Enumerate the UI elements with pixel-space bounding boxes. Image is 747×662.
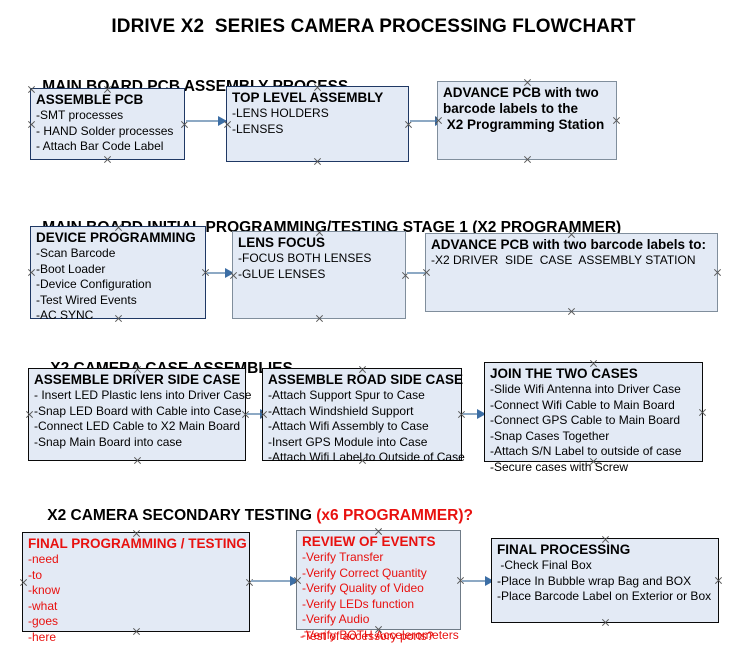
flow-box-final-processing[interactable]: FINAL PROCESSING -Check Final Box -Place…: [491, 538, 719, 623]
flow-box-line: -Snap LED Board with Cable into Case: [34, 403, 242, 418]
flow-box-line: -Verify BOTH Accelerometers: [302, 627, 459, 642]
flow-box-title-line2: barcode labels to the: [443, 101, 579, 116]
flow-box-line: -goes: [28, 614, 59, 628]
page-title: IDRIVE X2 SERIES CAMERA PROCESSING FLOWC…: [111, 16, 636, 37]
flow-box-top-level-assembly[interactable]: TOP LEVEL ASSEMBLY -LENS HOLDERS -LENSES: [226, 86, 409, 162]
flow-box-advance-pcb-driver-side[interactable]: ADVANCE PCB with two barcode labels to: …: [425, 233, 718, 312]
resize-handle-e[interactable]: [612, 116, 621, 125]
flow-box-title: FINAL PROCESSING: [497, 542, 631, 557]
flow-box-line: -FOCUS BOTH LENSES: [238, 251, 372, 265]
flow-box-line: -Snap Main Board into case: [34, 434, 183, 449]
section-heading-4-text: X2 CAMERA SECONDARY TESTING: [47, 507, 317, 524]
resize-handle-e[interactable]: [714, 576, 723, 585]
flow-box-assemble-pcb[interactable]: ASSEMBLE PCB -SMT processes - HAND Solde…: [30, 88, 185, 160]
flow-box-line: -Connect GPS Cable to Main Board: [490, 413, 681, 427]
section-heading-4-accent: (x6 PROGRAMMER)?: [316, 507, 473, 524]
flow-box-line: -Slide Wifi Antenna into Driver Case: [490, 382, 681, 396]
flow-box-line: -Scan Barcode: [36, 246, 116, 260]
flow-box-review-of-events[interactable]: REVIEW OF EVENTS -Verify Transfer -Verif…: [296, 530, 461, 643]
flow-box-line: -Connect Wifi Cable to Main Board: [490, 397, 675, 412]
resize-handle-w[interactable]: [27, 120, 36, 129]
flow-box-line: -Boot Loader: [36, 261, 106, 276]
resize-handle-w[interactable]: [19, 578, 28, 587]
connector-arrow-4-1: [251, 576, 299, 586]
flow-box-line: -here: [28, 629, 57, 644]
flow-box-line: -LENSES: [232, 121, 284, 136]
flow-box-line: -Place Barcode Label on Exterior or Box: [497, 589, 712, 603]
flow-box-line: -Place In Bubble wrap Bag and BOX: [497, 573, 692, 588]
flow-box-advance-pcb-station[interactable]: ADVANCE PCB with two barcode labels to t…: [437, 81, 617, 160]
flow-box-line: -Verify Quality of Video: [302, 581, 424, 595]
resize-handle-e[interactable]: [713, 268, 722, 277]
flow-box-line: -Attach Windshield Support: [268, 403, 414, 418]
flow-box-line: -Secure cases with Screw: [490, 459, 629, 474]
flow-box-line: - Insert LED Plastic lens into Driver Ca…: [34, 388, 252, 402]
connector-arrow-1-1: [186, 116, 227, 126]
section-heading-4: X2 CAMERA SECONDARY TESTING (x6 PROGRAMM…: [30, 489, 473, 543]
flow-box-line: -LENS HOLDERS: [232, 106, 329, 120]
flow-box-title-line3: X2 Programming Station: [443, 117, 605, 132]
flow-box-line: -Verify Audio: [302, 612, 370, 626]
flow-box-title: LENS FOCUS: [238, 235, 326, 250]
flow-box-title: TOP LEVEL ASSEMBLY: [232, 90, 384, 105]
flow-box-line: -AC SYNC: [36, 308, 94, 322]
resize-handle-e[interactable]: [698, 408, 707, 417]
resize-handle-s[interactable]: [567, 307, 576, 316]
flow-box-line: - Attach Bar Code Label: [36, 139, 164, 153]
flow-box-line: - HAND Solder processes: [36, 123, 174, 138]
flow-box-join-the-two-cases[interactable]: JOIN THE TWO CASES -Slide Wifi Antenna i…: [484, 362, 703, 474]
flow-box-title: FINAL PROGRAMMING / TESTING: [28, 536, 247, 551]
resize-handle-s[interactable]: [601, 618, 610, 627]
flow-box-line: -Test Wired Events: [36, 292, 137, 307]
flow-box-title: ASSEMBLE PCB: [36, 92, 144, 107]
flow-box-line: -Insert GPS Module into Case: [268, 434, 428, 449]
flow-box-title: ADVANCE PCB with two: [443, 85, 599, 100]
flow-box-line: -Verify Correct Quantity: [302, 565, 427, 580]
flow-box-line: -Attach Support Spur to Case: [268, 388, 425, 402]
flow-box-line: -to: [28, 567, 43, 582]
flow-box-line: -X2 DRIVER SIDE CASE ASSEMBLY STATION: [431, 253, 696, 267]
resize-handle-s[interactable]: [103, 155, 112, 164]
flow-box-line: -Check Final Box: [497, 558, 592, 572]
flow-box-line: -SMT processes: [36, 108, 124, 122]
flow-box-line: -need: [28, 552, 59, 566]
flow-box-device-programming[interactable]: DEVICE PROGRAMMING -Scan Barcode -Boot L…: [27, 226, 206, 322]
flow-box-line: -Verify LEDs function: [302, 596, 415, 611]
flow-box-line: -know: [28, 583, 61, 597]
flow-box-overflow-line: -Test of accessory ports?: [300, 629, 434, 643]
resize-handle-e[interactable]: [245, 578, 254, 587]
flow-box-title: ASSEMBLE ROAD SIDE CASE: [268, 372, 464, 387]
resize-handle-s[interactable]: [315, 314, 324, 323]
flow-box-lens-focus[interactable]: LENS FOCUS -FOCUS BOTH LENSES -GLUE LENS…: [232, 231, 406, 319]
flow-box-line: -Attach Wifi Label to Outside of Case: [268, 450, 465, 464]
resize-handle-s[interactable]: [523, 155, 532, 164]
flow-box-line: -GLUE LENSES: [238, 266, 326, 281]
connector-arrow-4-2: [462, 576, 494, 586]
flow-box-line: -Connect LED Cable to X2 Main Board: [34, 419, 241, 433]
flow-box-line: -Attach Wifi Assembly to Case: [268, 419, 429, 433]
connector-arrow-2-1: [207, 268, 234, 278]
flow-box-line: -Attach S/N Label to outside of case: [490, 444, 682, 458]
flow-box-title: ASSEMBLE DRIVER SIDE CASE: [34, 372, 241, 387]
flow-box-line: -Device Configuration: [36, 277, 152, 291]
flow-box-title: DEVICE PROGRAMMING: [36, 230, 196, 245]
resize-handle-w[interactable]: [27, 268, 36, 277]
flow-box-title: JOIN THE TWO CASES: [490, 366, 638, 381]
flow-box-assemble-road-side-case[interactable]: ASSEMBLE ROAD SIDE CASE -Attach Support …: [262, 368, 465, 464]
flow-box-line: -what: [28, 598, 58, 613]
resize-handle-w[interactable]: [25, 410, 34, 419]
flow-box-title: ADVANCE PCB with two barcode labels to:: [431, 237, 707, 252]
flow-box-line: -Verify Transfer: [302, 550, 384, 564]
flow-box-final-programming-testing[interactable]: FINAL PROGRAMMING / TESTING -need -to -k…: [19, 532, 250, 644]
resize-handle-s[interactable]: [313, 157, 322, 166]
flow-box-line: -Snap Cases Together: [490, 428, 610, 443]
resize-handle-s[interactable]: [133, 456, 142, 465]
connector-arrow-3-2: [463, 409, 486, 419]
flow-box-title: REVIEW OF EVENTS: [302, 534, 436, 549]
flow-box-assemble-driver-side-case[interactable]: ASSEMBLE DRIVER SIDE CASE - Insert LED P…: [25, 368, 252, 461]
